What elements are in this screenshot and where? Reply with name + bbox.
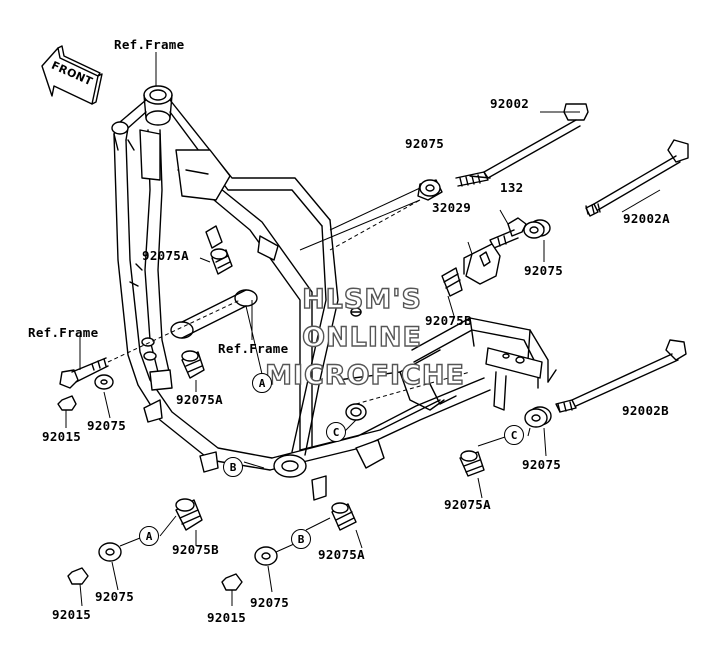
part-label-92075b-mid: 92075B <box>425 313 472 328</box>
part-label-92075-bottom-left: 92075 <box>95 589 135 604</box>
callout-c-right: C <box>504 425 524 445</box>
part-label-32029: 32029 <box>432 200 472 215</box>
callout-a-frame: A <box>252 373 272 393</box>
ref-frame-label-top: Ref.Frame <box>114 37 185 52</box>
part-label-92075a-upper: 92075A <box>142 248 189 263</box>
part-label-92002: 92002 <box>490 96 530 111</box>
part-label-92075a-bottom: 92075A <box>318 547 365 562</box>
part-label-92075b-bottom: 92075B <box>172 542 219 557</box>
part-label-92075a-lowerright: 92075A <box>444 497 491 512</box>
part-label-92075-left: 92075 <box>87 418 127 433</box>
part-label-92015-bottom-left: 92015 <box>52 607 92 622</box>
part-label-92002a: 92002A <box>623 211 670 226</box>
part-label-92075-bottom-mid: 92075 <box>250 595 290 610</box>
part-label-92075-lowerright: 92075 <box>522 457 562 472</box>
callout-a-bottom: A <box>139 526 159 546</box>
front-arrow-icon <box>41 45 103 105</box>
part-label-92015-bottom-mid: 92015 <box>207 610 247 625</box>
part-label-92075a-left: 92075A <box>176 392 223 407</box>
part-label-92075-top: 92075 <box>405 136 445 151</box>
ref-frame-label-mid: Ref.Frame <box>218 341 289 356</box>
callout-b-bottom: B <box>291 529 311 549</box>
watermark-line3: MICROFICHE <box>264 359 465 391</box>
ref-frame-label-left: Ref.Frame <box>28 325 99 340</box>
callout-b-frame: B <box>223 457 243 477</box>
part-label-92002b: 92002B <box>622 403 669 418</box>
part-label-92015-left: 92015 <box>42 429 82 444</box>
part-label-92075-right: 92075 <box>524 263 564 278</box>
callout-c-frame: C <box>326 422 346 442</box>
watermark-line1: HLSM'S <box>301 283 422 315</box>
watermark-line2: ONLINE <box>301 321 422 353</box>
part-label-132: 132 <box>500 180 524 195</box>
